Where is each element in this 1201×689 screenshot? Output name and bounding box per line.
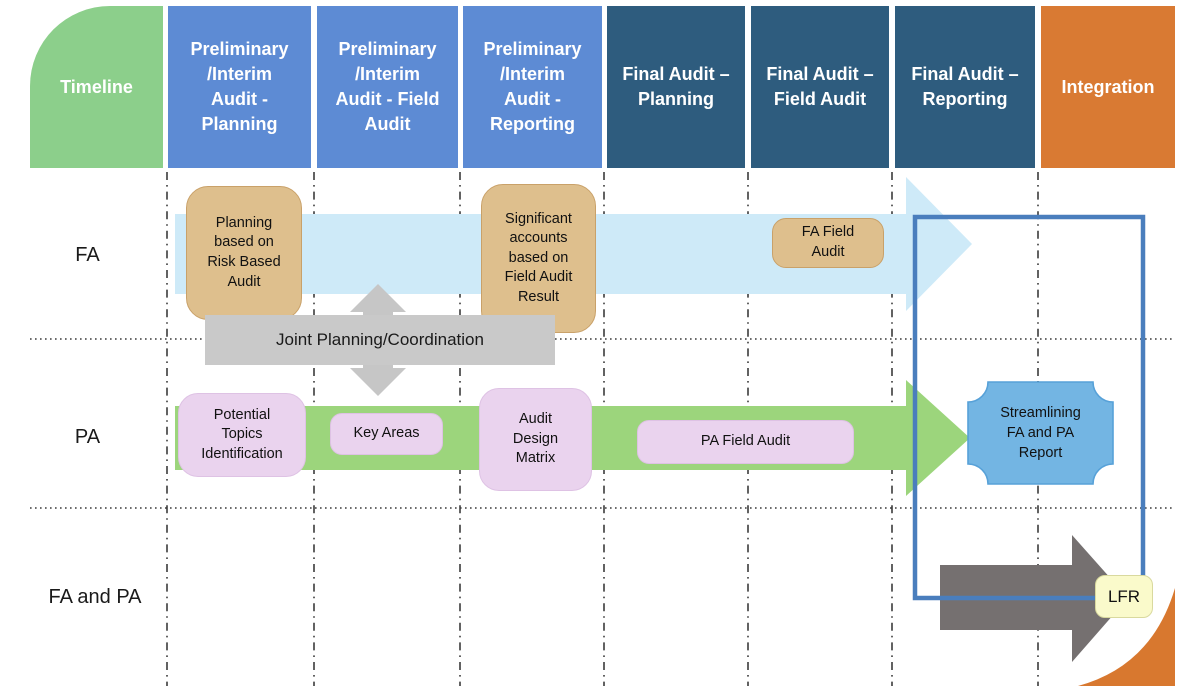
fa-significant-accounts-box: Significant accounts based on Field Audi… [481, 184, 596, 333]
lane-label-pa: PA [74, 425, 101, 448]
streamlining-plaque-shape [967, 381, 1114, 485]
header-final-planning: Final Audit – Planning [607, 6, 745, 168]
header-timeline: Timeline [30, 6, 163, 168]
lane-label-fa-and-pa: FA and PA [48, 585, 142, 608]
header-prelim-field-audit: Preliminary /Interim Audit - Field Audit [317, 6, 458, 168]
header-final-reporting: Final Audit – Reporting [895, 6, 1035, 168]
pa-potential-topics-box: Potential Topics Identification [178, 393, 306, 477]
header-prelim-planning: Preliminary /Interim Audit - Planning [168, 6, 311, 168]
header-integration: Integration [1041, 6, 1175, 168]
pa-audit-design-matrix-box: Audit Design Matrix [479, 388, 592, 491]
page-curl-decoration [1078, 588, 1175, 686]
pa-field-audit-box: PA Field Audit [637, 420, 854, 464]
header-prelim-reporting: Preliminary /Interim Audit - Reporting [463, 6, 602, 168]
fa-timeline-arrowhead-icon [906, 177, 972, 311]
streamlining-report-label: Streamlining FA and PA Report [1000, 404, 1081, 462]
fa-planning-risk-based-box: Planning based on Risk Based Audit [186, 186, 302, 320]
pa-timeline-arrowhead-icon [906, 380, 970, 496]
lane-label-fa: FA [75, 243, 100, 266]
lfr-box: LFR [1095, 575, 1153, 618]
pa-key-areas-box: Key Areas [330, 413, 443, 455]
joint-planning-coordination-bar: Joint Planning/Coordination [205, 315, 555, 365]
fa-field-audit-box: FA Field Audit [772, 218, 884, 268]
integration-scope-outline [912, 214, 1146, 601]
header-final-field-audit: Final Audit – Field Audit [751, 6, 889, 168]
